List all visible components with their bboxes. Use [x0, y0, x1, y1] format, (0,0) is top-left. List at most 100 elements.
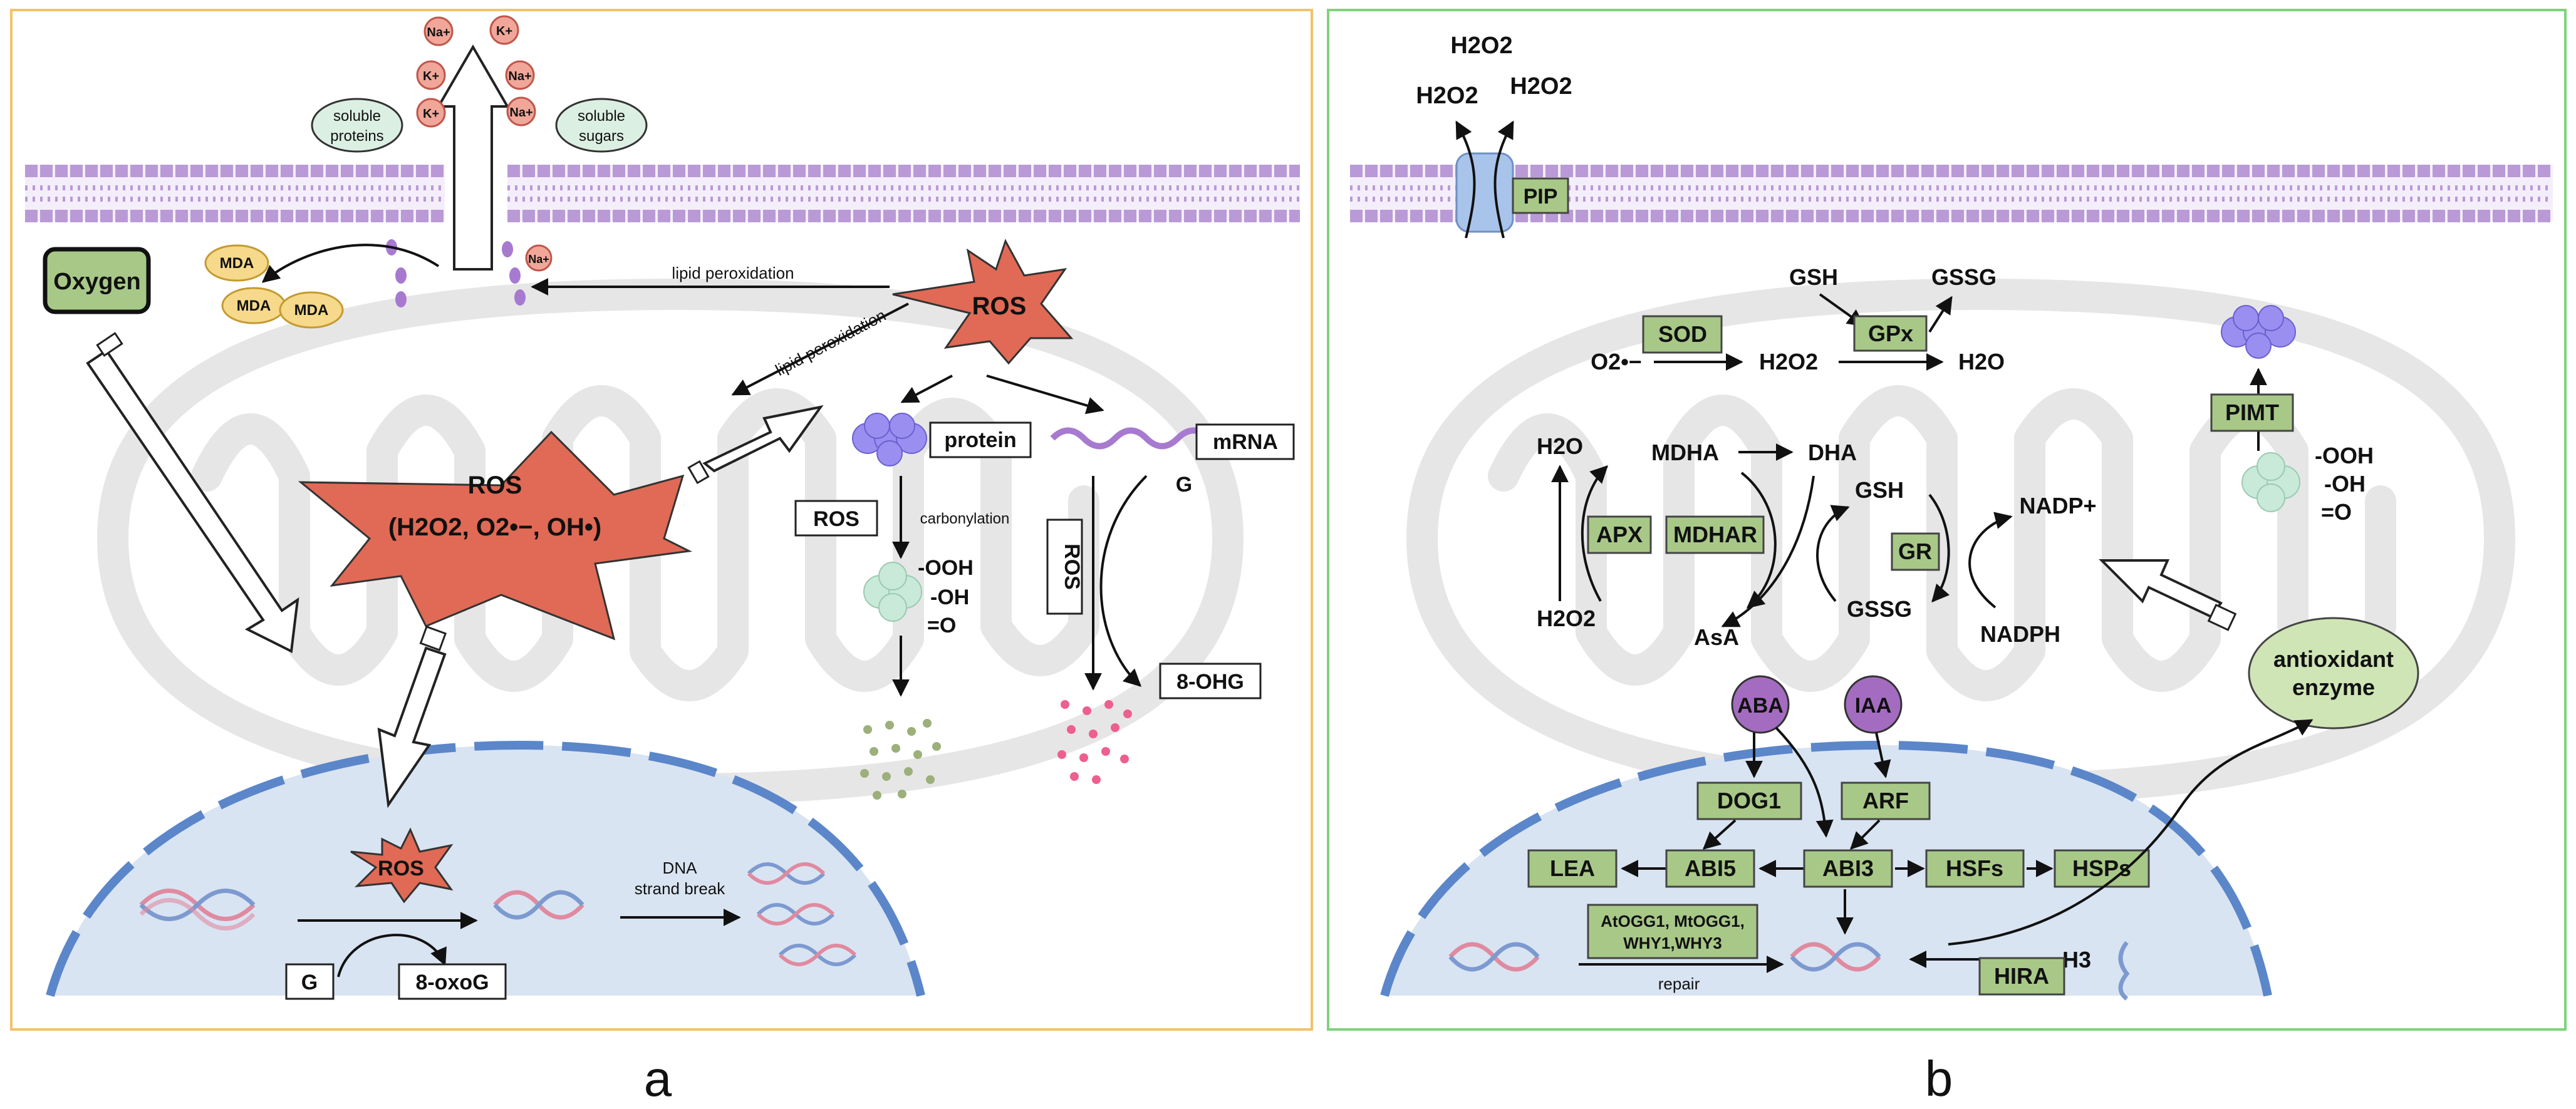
- arf-label: ARF: [1862, 788, 1909, 813]
- hira-label: HIRA: [1994, 963, 2049, 989]
- oxidized-protein-icon: [863, 562, 922, 622]
- ros-box-mrna: ROS: [1060, 544, 1084, 590]
- soluble-proteins-label: proteins: [330, 128, 383, 145]
- lipid-peroxidation-label: lipid peroxidation: [672, 264, 794, 282]
- lipid-bilayer-icon: [25, 165, 1300, 222]
- oxidized-group-b: =O: [2321, 499, 2352, 525]
- oxygen-label: Oxygen: [53, 269, 140, 295]
- oxidized-group: -OH: [930, 585, 969, 609]
- h2o-left: H2O: [1537, 433, 1583, 459]
- ion-label: K+: [496, 24, 512, 38]
- histone-icon: [2118, 941, 2130, 1001]
- oxog-label: 8-oxoG: [415, 971, 489, 994]
- oxidized-group-b: -OH: [2324, 471, 2366, 497]
- ohg-label: 8-OHG: [1176, 670, 1244, 694]
- asa-label: AsA: [1694, 624, 1739, 650]
- sod-label: SOD: [1658, 321, 1707, 347]
- gsh-mid: GSH: [1855, 477, 1904, 503]
- damaged-dna-icon-b: [1448, 942, 1540, 972]
- mda-label: MDA: [237, 297, 271, 314]
- h2o-right: H2O: [1958, 349, 2005, 374]
- ros-center-line2: (H2O2, O2•−, OH•): [388, 513, 601, 541]
- hsfs-label: HSFs: [1946, 855, 2003, 881]
- antioxidant-label: enzyme: [2292, 674, 2375, 700]
- o2-label: O2•−: [1591, 349, 1642, 374]
- apx-label: APX: [1596, 522, 1643, 547]
- abi5-label: ABI5: [1685, 855, 1736, 881]
- ion-label: Na+: [528, 253, 549, 266]
- panel-a: Na+ K+ K+ Na+ K+ Na+ Na+ soluble protein…: [10, 9, 1313, 1106]
- aquaporin-channel-icon: [1455, 120, 1514, 239]
- ogg-label: AtOGG1, MtOGG1,: [1601, 912, 1745, 931]
- ros-box-protein: ROS: [813, 507, 860, 531]
- oxidized-group: -OOH: [918, 556, 974, 580]
- ion-label: Na+: [427, 26, 450, 39]
- ion-label: K+: [423, 107, 439, 121]
- degraded-protein-dots: [860, 719, 941, 800]
- antioxidant-hollow-arrow: [2099, 559, 2223, 619]
- nadp-label: NADP+: [2019, 493, 2096, 518]
- mdhar-label: MDHAR: [1673, 522, 1757, 547]
- soluble-sugars-label: soluble: [578, 108, 625, 125]
- mrna-strand: [1050, 427, 1212, 450]
- ros-star-nucleus: [350, 827, 454, 904]
- gr-label: GR: [1898, 539, 1932, 564]
- mdha-label: MDHA: [1651, 440, 1719, 465]
- ion-label: Na+: [509, 106, 532, 120]
- antioxidant-label: antioxidant: [2273, 646, 2394, 672]
- aba-label: ABA: [1737, 694, 1784, 718]
- soluble-proteins-label: soluble: [333, 108, 381, 125]
- h2o2-top: H2O2: [1450, 33, 1512, 59]
- g-dna-label: G: [301, 971, 318, 994]
- h2o2-mid: H2O2: [1759, 349, 1818, 374]
- panel-b-caption: b: [1925, 1051, 1953, 1106]
- gssg-mid: GSSG: [1847, 596, 1912, 622]
- nucleus-hollow-arrow: [377, 646, 447, 808]
- nucleus-icon: [46, 740, 925, 997]
- ros-nucleus-label: ROS: [378, 857, 424, 880]
- hsps-label: HSPs: [2072, 855, 2131, 881]
- panel-b: PIP H2O2 H2O2 H2O2 GSH GSSG GPx O2•− SOD…: [1327, 9, 2567, 1106]
- ros-center-line1: ROS: [468, 472, 522, 499]
- dog1-label: DOG1: [1717, 788, 1781, 813]
- dna-strand-break-label: strand break: [635, 879, 726, 898]
- damaged-dna-icon: [493, 890, 584, 920]
- iaa-label: IAA: [1855, 694, 1892, 718]
- pip-label: PIP: [1524, 185, 1558, 209]
- oxidized-group: =O: [927, 614, 956, 637]
- g-mrna-label: G: [1176, 473, 1192, 497]
- ion-label: Na+: [508, 70, 531, 83]
- ogg-label: WHY1,WHY3: [1623, 934, 1722, 952]
- panel-a-frame: [10, 9, 1313, 1031]
- mda-label: MDA: [220, 255, 254, 272]
- ros-star-center: [298, 430, 693, 641]
- abi3-label: ABI3: [1822, 855, 1874, 881]
- repaired-dna-icon: [1790, 942, 1881, 972]
- nadph-label: NADPH: [1980, 621, 2060, 647]
- efflux-arrow: [436, 44, 510, 271]
- oxidized-group-b: -OOH: [2315, 443, 2374, 468]
- broken-dna-icon: [747, 862, 857, 966]
- lipid-peroxidation-label-2: lipid peroxidation: [772, 306, 889, 379]
- h2o2-left: H2O2: [1537, 606, 1596, 631]
- gpx-label: GPx: [1868, 321, 1913, 346]
- ions: Na+ K+ K+ Na+ K+ Na+ Na+: [416, 15, 553, 272]
- h2o2-top: H2O2: [1416, 83, 1478, 109]
- gsh-top: GSH: [1789, 264, 1838, 290]
- mda-label: MDA: [294, 302, 329, 319]
- mrna-label: mRNA: [1213, 430, 1278, 454]
- h2o2-top: H2O2: [1510, 73, 1572, 100]
- pimt-label: PIMT: [2225, 400, 2279, 425]
- ros-out-hollow-arrow: [702, 405, 824, 473]
- carbonylation-label: carbonylation: [920, 510, 1010, 527]
- lea-label: LEA: [1550, 855, 1595, 881]
- ros-top-label: ROS: [972, 292, 1027, 320]
- degraded-mrna-dots: [1057, 700, 1132, 784]
- ion-label: K+: [423, 70, 439, 83]
- protein-cluster-icon: [852, 413, 927, 467]
- oxygen-hollow-arrow: [86, 349, 299, 654]
- panel-b-frame: [1327, 9, 2567, 1031]
- panel-a-caption: a: [644, 1051, 672, 1106]
- repair-label: repair: [1658, 974, 1700, 993]
